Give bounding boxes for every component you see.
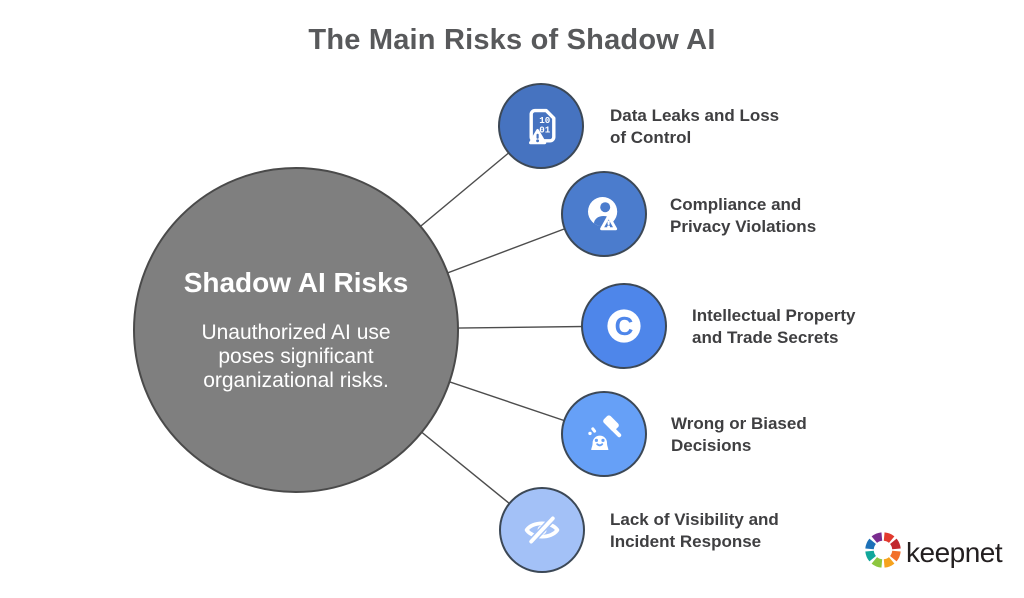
risk-node-circle: C bbox=[581, 283, 667, 369]
central-node-heading: Shadow AI Risks bbox=[183, 267, 409, 298]
risk-node-label: Wrong or Biased Decisions bbox=[671, 414, 807, 455]
risk-node-label: Data Leaks and Loss of Control bbox=[610, 106, 780, 147]
central-node-shadow-ai-risks: Shadow AI Risks Unauthorized AI use pose… bbox=[133, 167, 459, 493]
risk-node-circle: 10 01 bbox=[498, 83, 584, 169]
document-binary-warning-icon: 10 01 bbox=[517, 102, 565, 150]
user-warning-icon bbox=[580, 190, 628, 238]
risk-node-label: Intellectual Property and Trade Secrets bbox=[692, 306, 856, 347]
risk-node-circle bbox=[499, 487, 585, 573]
eye-off-icon bbox=[518, 506, 566, 554]
gavel-ghost-icon bbox=[580, 410, 628, 458]
svg-text:01: 01 bbox=[539, 124, 551, 135]
central-node-description: Unauthorized AI use poses significant or… bbox=[201, 321, 391, 392]
risk-node-label: Lack of Visibility and Incident Response bbox=[610, 510, 779, 551]
svg-text:C: C bbox=[615, 311, 634, 341]
risk-node-circle bbox=[561, 391, 647, 477]
risk-node-circle bbox=[561, 171, 647, 257]
page-title: The Main Risks of Shadow AI bbox=[308, 24, 716, 56]
keepnet-logo-wordmark: keepnet bbox=[906, 536, 1003, 568]
copyright-icon: C bbox=[600, 302, 648, 350]
keepnet-logo-icon bbox=[862, 529, 904, 576]
keepnet-logo: keepnet bbox=[862, 529, 1003, 576]
risk-node-label: Compliance and Privacy Violations bbox=[670, 195, 817, 236]
svg-text:10: 10 bbox=[539, 115, 550, 126]
